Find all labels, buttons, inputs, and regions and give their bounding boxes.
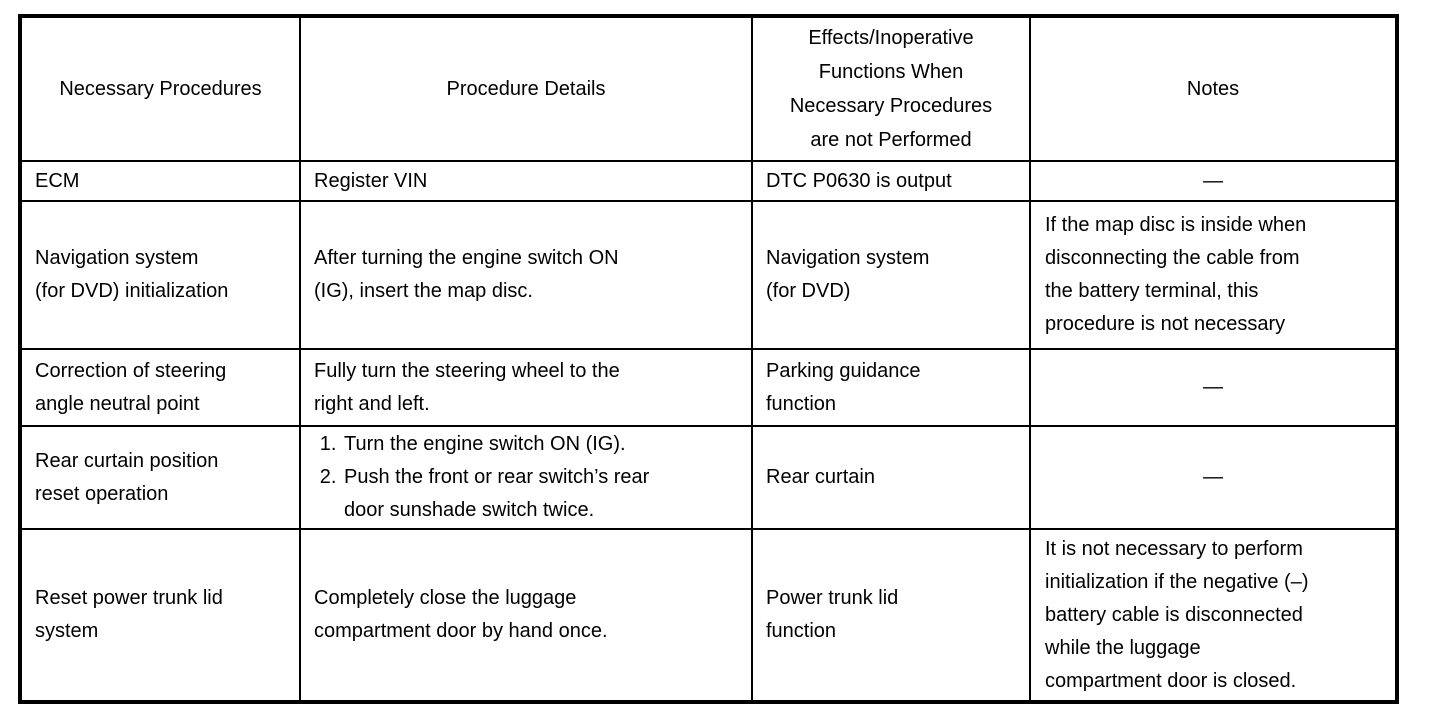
cell-details: Completely close the luggage compartment… [299, 528, 753, 703]
necessary-procedures-table: Necessary Procedures Procedure Details E… [18, 14, 1399, 704]
cell-effects: Navigation system (for DVD) [751, 200, 1031, 350]
cell-details: Turn the engine switch ON (IG). Push the… [299, 425, 753, 530]
table-row-steering-angle: Correction of steering angle neutral poi… [19, 348, 1398, 427]
cell-procedure: Rear curtain position reset operation [19, 425, 301, 530]
header-necessary-procedures: Necessary Procedures [19, 15, 301, 162]
cell-notes-dash: — [1029, 348, 1398, 427]
header-notes: Notes [1029, 15, 1398, 162]
cell-details: After turning the engine switch ON (IG),… [299, 200, 753, 350]
table-row-navigation-system: Navigation system (for DVD) initializati… [19, 200, 1398, 350]
cell-procedure: Correction of steering angle neutral poi… [19, 348, 301, 427]
cell-notes-dash: — [1029, 160, 1398, 202]
cell-procedure: ECM [19, 160, 301, 202]
table-row-power-trunk-lid: Reset power trunk lid system Completely … [19, 528, 1398, 703]
cell-details: Register VIN [299, 160, 753, 202]
procedure-steps-list: Turn the engine switch ON (IG). Push the… [314, 428, 654, 527]
header-procedure-details: Procedure Details [299, 15, 753, 162]
cell-procedure: Reset power trunk lid system [19, 528, 301, 703]
cell-notes: If the map disc is inside when disconnec… [1029, 200, 1398, 350]
cell-effects: Power trunk lid function [751, 528, 1031, 703]
procedure-step: Turn the engine switch ON (IG). [342, 428, 654, 461]
cell-details: Fully turn the steering wheel to the rig… [299, 348, 753, 427]
cell-effects: DTC P0630 is output [751, 160, 1031, 202]
table-row-ecm: ECM Register VIN DTC P0630 is output — [19, 160, 1398, 202]
cell-notes-dash: — [1029, 425, 1398, 530]
header-effects-inoperative-functions: Effects/Inoperative Functions When Neces… [751, 15, 1031, 162]
cell-effects: Parking guidance function [751, 348, 1031, 427]
cell-effects: Rear curtain [751, 425, 1031, 530]
procedure-step: Push the front or rear switch’s rear doo… [342, 461, 654, 527]
header-row: Necessary Procedures Procedure Details E… [19, 15, 1398, 162]
cell-procedure: Navigation system (for DVD) initializati… [19, 200, 301, 350]
table-row-rear-curtain: Rear curtain position reset operation Tu… [19, 425, 1398, 530]
cell-notes: It is not necessary to perform initializ… [1029, 528, 1398, 703]
